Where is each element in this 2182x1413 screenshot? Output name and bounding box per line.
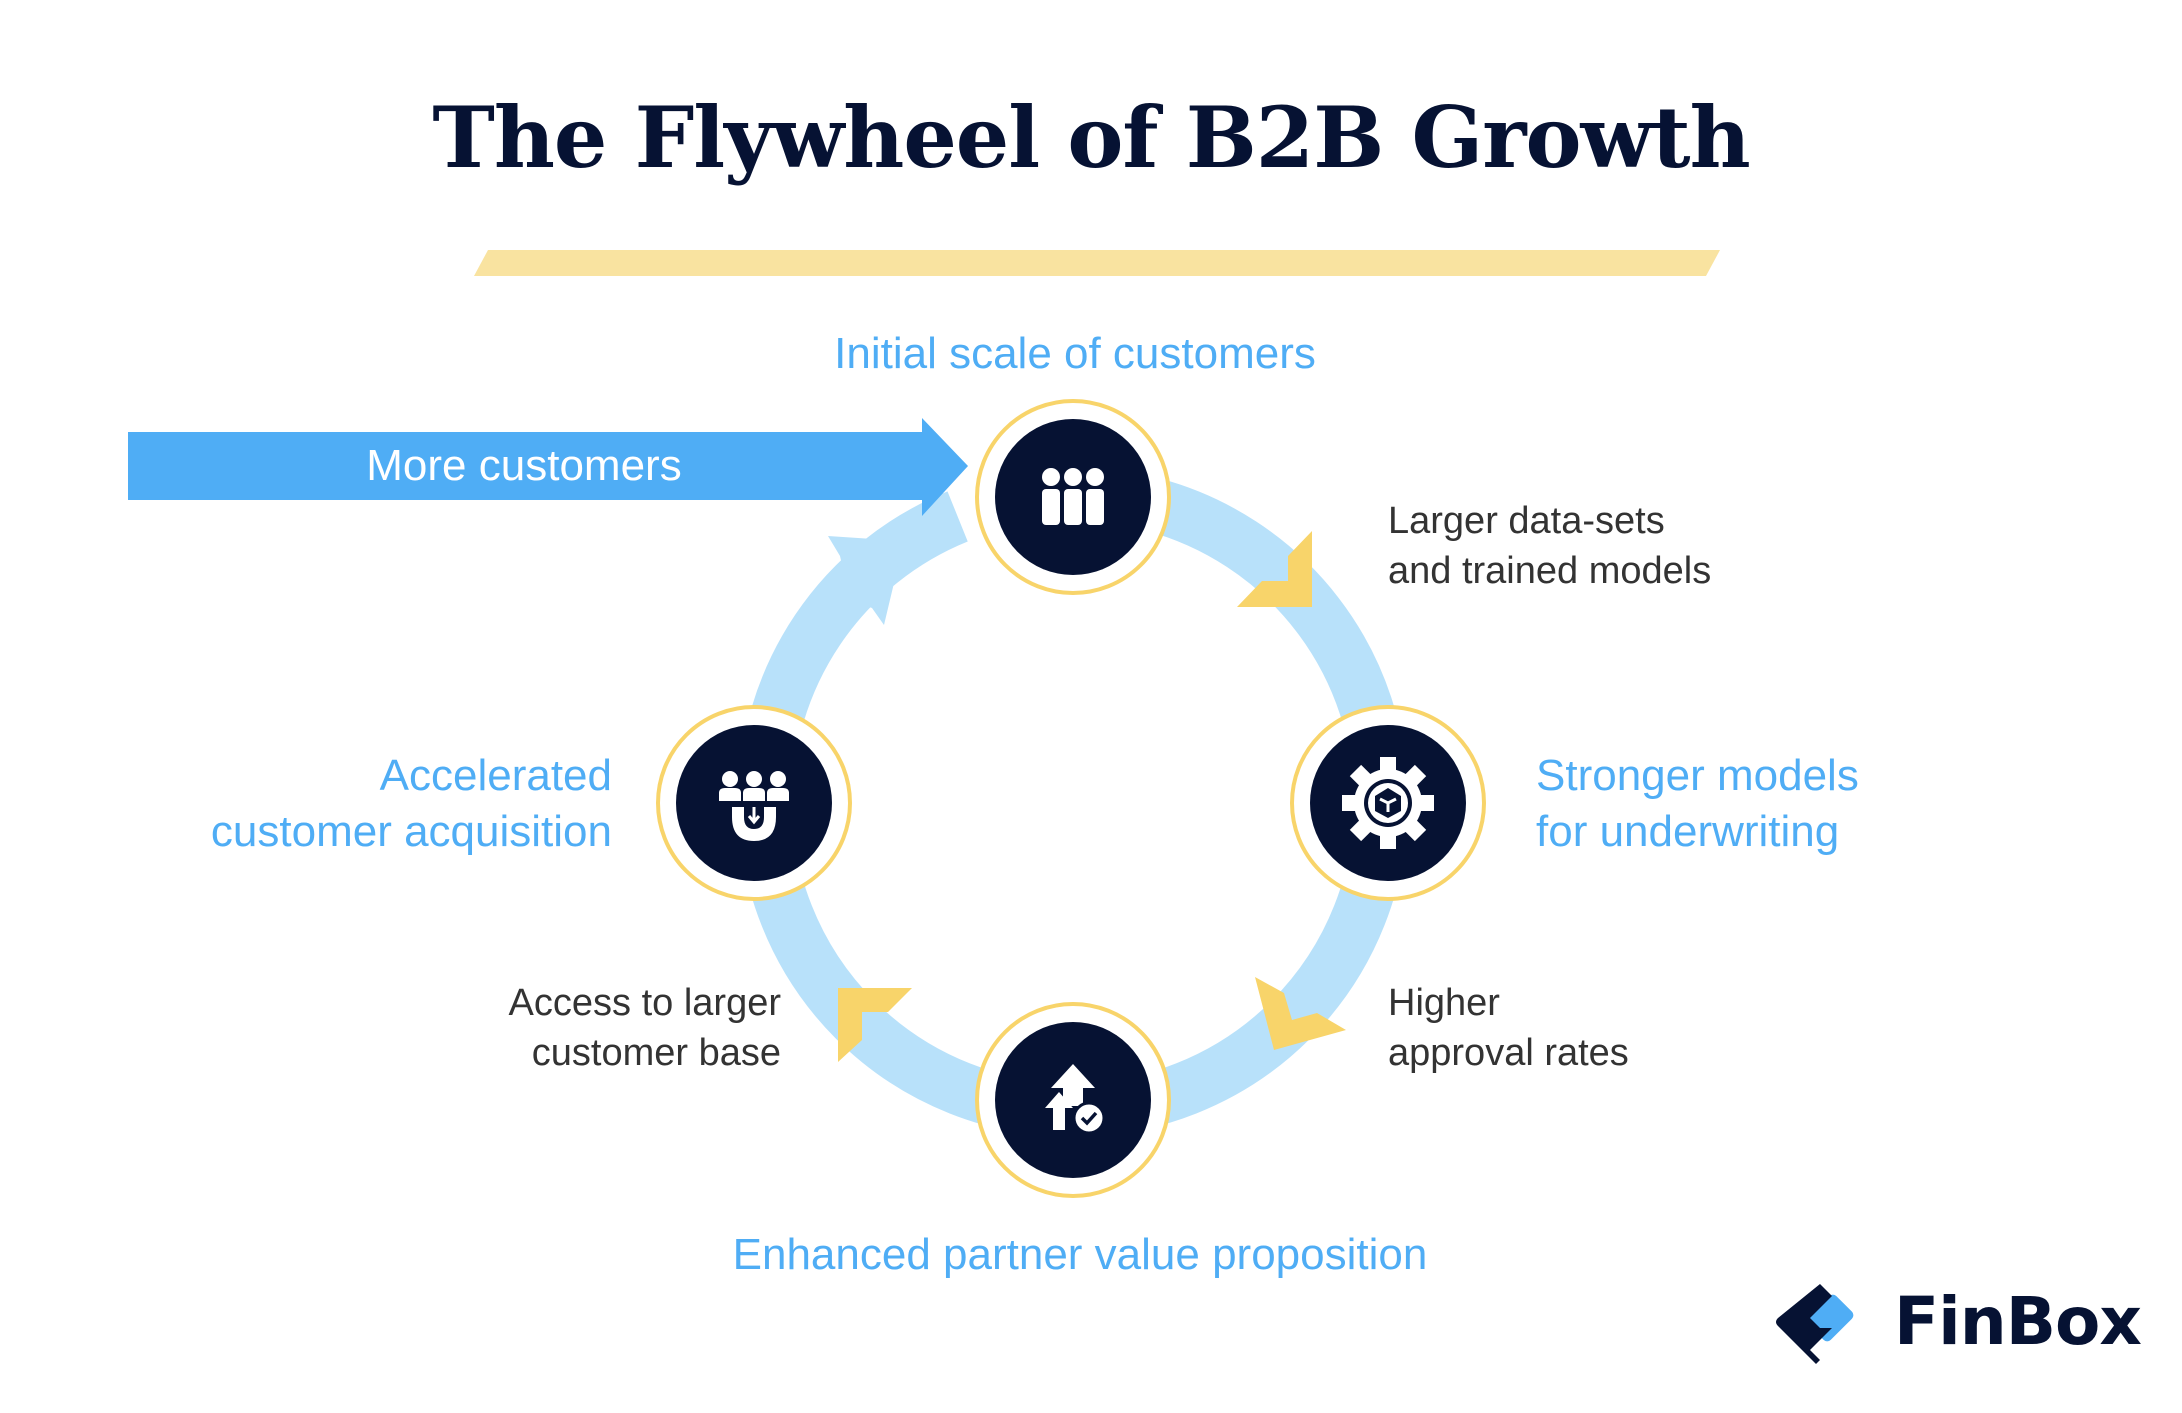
finbox-logo-icon [1776, 1284, 1854, 1364]
transition-label-line: customer base [531, 1032, 781, 1074]
transition-label-line: approval rates [1388, 1032, 1629, 1074]
node-bottom [975, 1002, 1171, 1198]
transition-label-bottom-left: Access to larger customer base [509, 978, 781, 1078]
page-title: The Flywheel of B2B Growth [432, 88, 1750, 187]
finbox-logo: FinBox [1776, 1280, 2142, 1364]
transition-label-line: and trained models [1388, 550, 1712, 592]
more-customers-arrow[interactable] [128, 418, 968, 516]
node-label-left: Accelerated customer acquisition [211, 748, 612, 860]
transition-label-line: Higher [1388, 982, 1500, 1024]
title-block: The Flywheel of B2B Growth [0, 80, 2182, 276]
node-label-line: Stronger models [1536, 751, 1859, 800]
people-group-icon [1042, 468, 1104, 525]
chevron-bottom-left [838, 988, 912, 1062]
transition-label-line: Access to larger [508, 982, 781, 1024]
flywheel-nodes [656, 399, 1486, 1198]
gear-cube-icon [1342, 757, 1434, 849]
node-left [656, 705, 852, 901]
more-customers-label: More customers [366, 441, 682, 490]
node-label-bottom: Enhanced partner value proposition [732, 1230, 1428, 1279]
finbox-logo-text: FinBox [1894, 1283, 2142, 1360]
node-label-line: Accelerated [379, 751, 612, 800]
magnet-customers-icon [719, 771, 789, 841]
growth-arrows-check-icon [1045, 1064, 1106, 1135]
chevron-top-right [1237, 531, 1312, 607]
node-label-top: Initial scale of customers [834, 329, 1316, 378]
node-disc [676, 725, 832, 881]
transition-label-line: Larger data-sets [1388, 500, 1665, 542]
node-label-right: Stronger models for underwriting [1536, 748, 1859, 860]
transition-label-bottom-right: Higher approval rates [1388, 978, 1629, 1078]
node-right [1290, 705, 1486, 901]
node-label-line: customer acquisition [210, 807, 612, 856]
transition-label-top-right: Larger data-sets and trained models [1388, 496, 1711, 596]
node-label-line: for underwriting [1536, 807, 1840, 856]
node-top [975, 399, 1171, 595]
title-underline-highlight [474, 250, 1720, 276]
ring-arrowhead-up [828, 536, 904, 625]
chevron-bottom-right [1255, 977, 1346, 1050]
